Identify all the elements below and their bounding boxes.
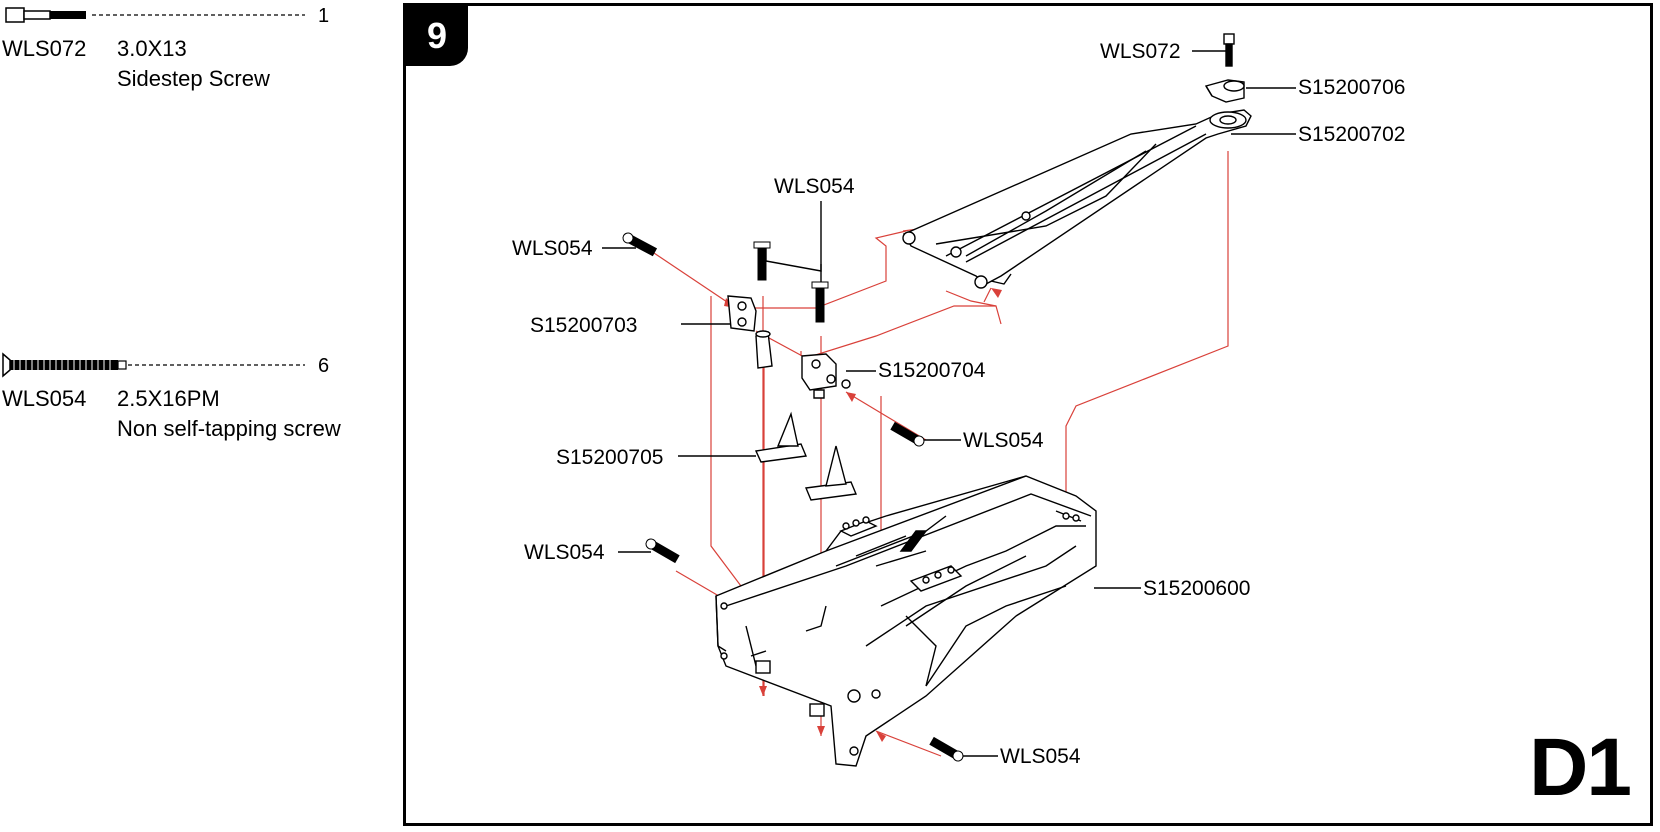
callout-wls054-top: WLS054 bbox=[774, 175, 855, 198]
wls054-screw-drawings bbox=[622, 232, 964, 762]
part-qty: 1 bbox=[318, 5, 330, 27]
part-code: WLS054 bbox=[2, 386, 87, 411]
callout-wls054-right: WLS054 bbox=[963, 429, 1044, 452]
screw-wls072-icon bbox=[5, 7, 305, 23]
parts-list-item: 6 WLS054 2.5X16PM Non self-tapping screw bbox=[0, 350, 395, 450]
screw-wls054-icon bbox=[2, 352, 305, 378]
callout-wls054-left: WLS054 bbox=[512, 237, 593, 260]
part-size: 3.0X13 bbox=[117, 36, 187, 61]
callout-s15200702: S15200702 bbox=[1298, 123, 1406, 146]
callout-s15200600: S15200600 bbox=[1143, 577, 1251, 600]
s15200706-part-drawing bbox=[1204, 79, 1245, 103]
s15200702-part-drawing bbox=[902, 109, 1252, 289]
callout-wls054-lower-left: WLS054 bbox=[524, 541, 605, 564]
step-number-badge: 9 bbox=[406, 6, 468, 66]
assembly-illustration bbox=[602, 33, 1296, 767]
page-code: D1 bbox=[1529, 722, 1632, 813]
part-size: 2.5X16PM bbox=[117, 386, 220, 411]
callout-s15200703: S15200703 bbox=[530, 314, 638, 337]
wls072-screw-drawing bbox=[1223, 33, 1235, 67]
assembly-diagram: 9 WLS072 S15200706 S15200702 WLS054 WLS0… bbox=[403, 3, 1653, 826]
s15200705-part-drawing bbox=[754, 411, 857, 501]
parts-list: 1 WLS072 3.0X13 Sidestep Screw 6 WLS054 bbox=[0, 0, 395, 832]
s15200703-part-drawing bbox=[727, 295, 773, 369]
s15200704-part-drawing bbox=[801, 353, 851, 399]
part-qty: 6 bbox=[318, 355, 330, 377]
callout-s15200706: S15200706 bbox=[1298, 76, 1406, 99]
part-code: WLS072 bbox=[2, 36, 87, 61]
parts-list-item: 1 WLS072 3.0X13 Sidestep Screw bbox=[0, 0, 395, 100]
part-description: Non self-tapping screw bbox=[117, 416, 341, 441]
callout-s15200705: S15200705 bbox=[556, 446, 664, 469]
part-description: Sidestep Screw bbox=[117, 66, 270, 91]
s15200600-part-drawing bbox=[715, 475, 1097, 767]
callout-s15200704: S15200704 bbox=[878, 359, 986, 382]
callout-wls072: WLS072 bbox=[1100, 40, 1181, 63]
callout-wls054-bottom: WLS054 bbox=[1000, 745, 1081, 768]
